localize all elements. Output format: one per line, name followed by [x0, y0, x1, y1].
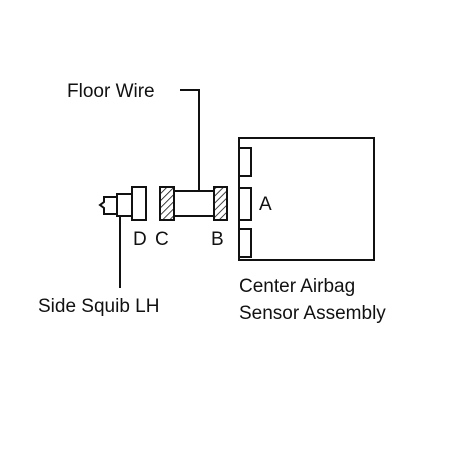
floor-wire-harness — [173, 190, 215, 217]
sensor-assembly-body — [238, 137, 375, 261]
side-squib-label: Side Squib LH — [38, 296, 159, 317]
connector-d — [131, 186, 147, 221]
sensor-connector-lower — [238, 228, 252, 258]
connector-d-label: D — [133, 229, 147, 250]
sensor-assembly-label-line2: Sensor Assembly — [239, 303, 386, 324]
sensor-assembly-label-line1: Center Airbag — [239, 276, 355, 297]
connector-c-label: C — [155, 229, 169, 250]
floor-wire-leader — [180, 89, 200, 191]
sensor-connector-upper — [238, 147, 252, 177]
connector-b — [213, 186, 228, 221]
connector-c — [159, 186, 175, 221]
side-squib-body — [116, 193, 133, 217]
connector-a — [238, 187, 252, 221]
floor-wire-label: Floor Wire — [67, 81, 155, 102]
connector-b-label: B — [211, 229, 224, 250]
connector-a-label: A — [259, 194, 272, 215]
side-squib-plug — [98, 196, 117, 215]
